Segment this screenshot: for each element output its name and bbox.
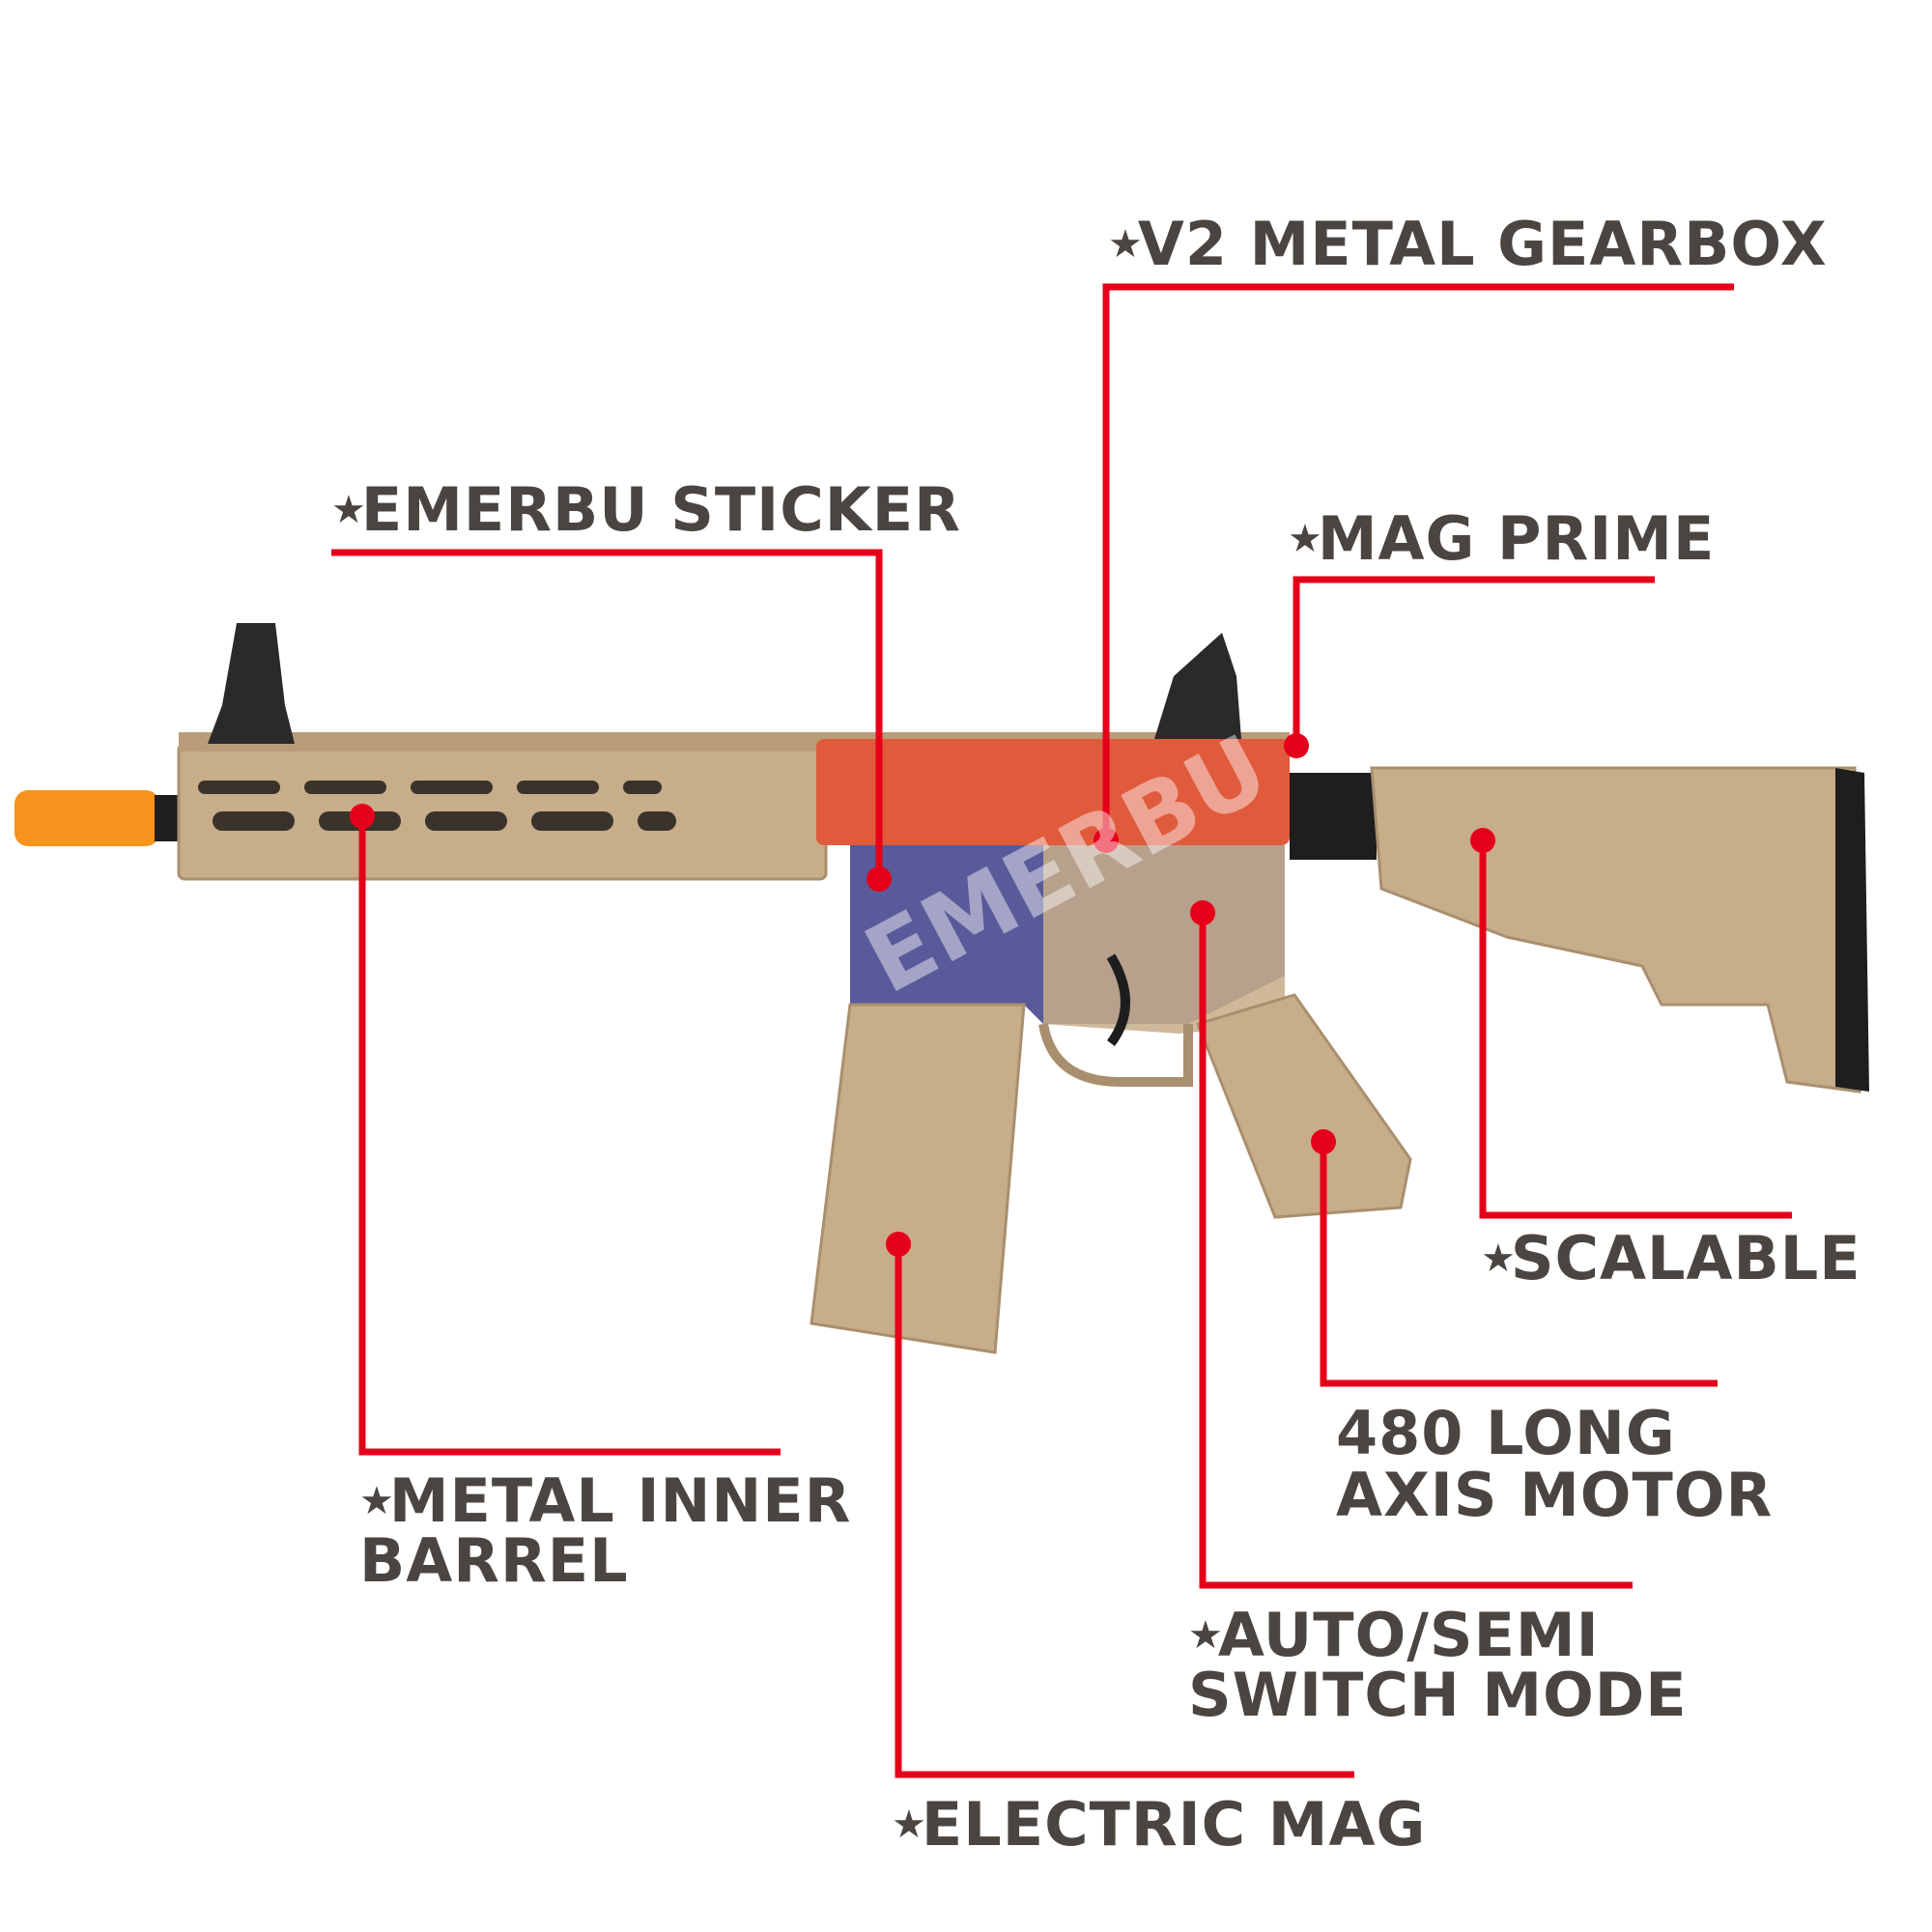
rear-sight: [1154, 633, 1241, 739]
buffer-tube: [1290, 773, 1377, 860]
handguard-slots: [198, 781, 676, 831]
dot-v2-metal-gearbox: [1094, 828, 1119, 853]
callout-auto-semi-switch-mode: ★AUTO/SEMI SWITCH MODE: [1188, 1600, 1688, 1730]
leader-scalable: [1479, 840, 1792, 1219]
leader-emerbu-sticker: [331, 549, 883, 879]
callout-metal-inner-barrel: ★METAL INNER BARREL: [359, 1465, 852, 1596]
leader-lines: [331, 283, 1792, 1778]
upper-receiver: [816, 739, 1290, 845]
star-icon: ★: [1108, 222, 1144, 267]
leader-metal-inner-barrel: [358, 816, 781, 1456]
blaster-illustration: [14, 623, 1869, 1354]
callout-480-long-axis-motor: 480 LONG AXIS MOTOR: [1336, 1398, 1774, 1530]
trigger: [1106, 953, 1130, 1046]
dot-electric-mag: [886, 1232, 911, 1257]
leader-dots: [350, 733, 1495, 1257]
butt-pad: [1835, 768, 1869, 1092]
callout-electric-mag: ★ELECTRIC MAG: [892, 1789, 1427, 1860]
trigger-guard: [1038, 1023, 1193, 1087]
callout-mag-prime: ★MAG PRIME: [1288, 503, 1716, 574]
magazine: [810, 1003, 1026, 1354]
orange-tip: [14, 790, 159, 846]
leader-electric-mag: [895, 1244, 1354, 1778]
star-icon: ★: [1481, 1236, 1517, 1281]
stock: [1370, 766, 1861, 1094]
front-sight: [208, 623, 295, 744]
lower-receiver-tan: [1043, 845, 1285, 1034]
star-icon: ★: [1288, 517, 1323, 561]
star-icon: ★: [331, 488, 367, 532]
leader-v2-metal-gearbox: [1102, 283, 1734, 840]
dot-auto-semi-switch-mode: [1190, 900, 1215, 925]
leader-auto-semi-switch-mode: [1199, 913, 1633, 1589]
callout-emerbu-sticker: ★EMERBU STICKER: [331, 474, 961, 545]
pistol-grip: [1195, 993, 1412, 1219]
dot-480-long-axis-motor: [1311, 1129, 1336, 1154]
leader-480-long-axis-motor: [1320, 1142, 1718, 1387]
star-icon: ★: [1188, 1613, 1224, 1658]
callout-scalable: ★SCALABLE: [1481, 1223, 1861, 1293]
dot-emerbu-sticker: [867, 867, 892, 892]
dot-mag-prime: [1284, 733, 1309, 758]
star-icon: ★: [892, 1803, 927, 1847]
dot-scalable: [1470, 828, 1495, 853]
star-icon: ★: [359, 1479, 395, 1523]
dot-metal-inner-barrel: [350, 804, 375, 829]
callout-v2-metal-gearbox: ★V2 METAL GEARBOX: [1108, 209, 1828, 279]
leader-mag-prime: [1293, 576, 1655, 746]
